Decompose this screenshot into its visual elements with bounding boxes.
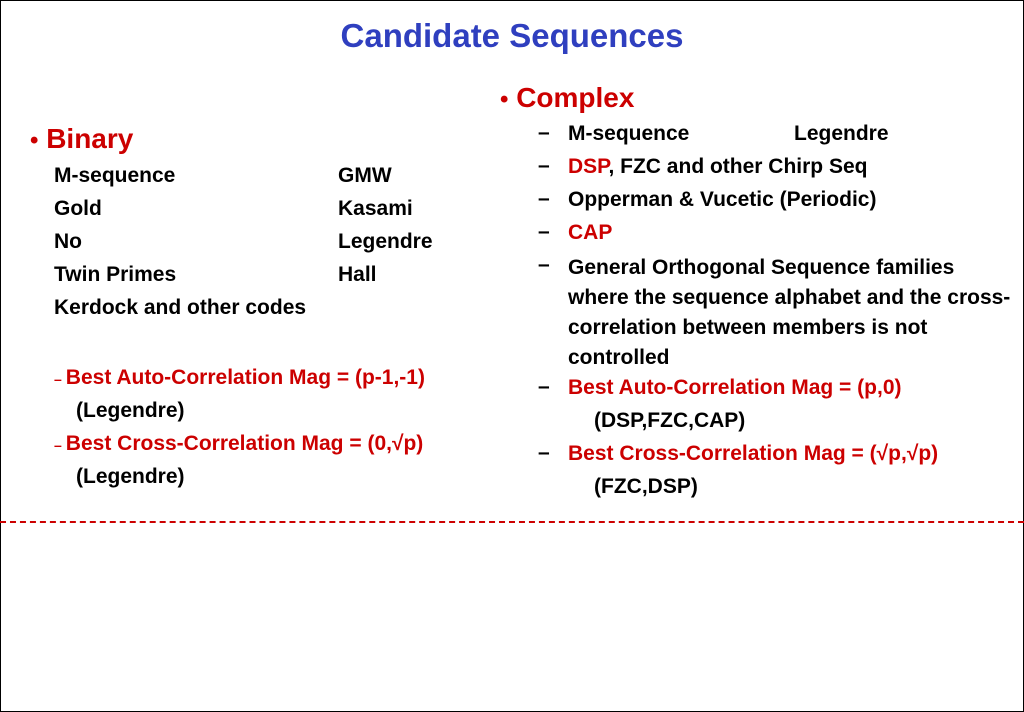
dashed-divider [0,521,1024,523]
binary-bullet: • [30,127,39,154]
binary-row-2-right: Kasami [338,197,413,220]
binary-extra: Kerdock and other codes [54,296,307,319]
complex-dash-7: – [538,441,550,464]
binary-cross-text: Best Cross-Correlation Mag = (0,√p) [65,432,424,455]
binary-row-4-right: Hall [338,263,377,286]
binary-auto-note: (Legendre) [76,399,185,422]
complex-item4: CAP [568,221,613,244]
complex-dash-2: – [538,154,550,177]
complex-item2-rest: , FZC and other Chirp Seq [608,155,868,178]
binary-heading: • Binary [30,122,133,158]
complex-item2: DSP, FZC and other Chirp Seq [568,154,868,180]
slide-title: Candidate Sequences [340,17,684,54]
complex-heading-text: Complex [516,82,635,113]
complex-item1-right: Legendre [794,122,889,145]
binary-auto-correlation: –Best Auto-Correlation Mag = (p-1,-1) [54,365,425,392]
binary-cross-dash: – [54,437,62,453]
complex-item5: General Orthogonal Sequence families whe… [568,256,1011,369]
binary-cross-note: (Legendre) [76,465,185,488]
complex-cross-correlation: Best Cross-Correlation Mag = (√p,√p) [568,442,939,465]
complex-bullet: • [500,86,509,113]
binary-auto-text: Best Auto-Correlation Mag = (p-1,-1) [65,366,425,389]
binary-row-1-right: GMW [338,164,392,187]
complex-dash-4: – [538,220,550,243]
binary-row-1-left: M-sequence [54,164,176,187]
binary-row-3-left: No [54,230,82,253]
complex-dash-1: – [538,121,550,144]
complex-dash-3: – [538,187,550,210]
complex-heading: • Complex [500,81,634,117]
binary-auto-dash: – [54,371,62,387]
binary-row-2-left: Gold [54,197,102,220]
complex-item1-left: M-sequence [568,122,690,145]
complex-dash-6: – [538,375,550,398]
binary-row-3-right: Legendre [338,230,433,253]
complex-auto-note: (DSP,FZC,CAP) [594,409,746,432]
complex-item3: Opperman & Vucetic (Periodic) [568,188,877,211]
complex-item2-dsp: DSP [568,155,609,178]
complex-dash-5: – [538,253,550,276]
binary-row-4-left: Twin Primes [54,263,177,286]
binary-cross-correlation: –Best Cross-Correlation Mag = (0,√p) [54,431,423,458]
complex-cross-note: (FZC,DSP) [594,475,698,498]
binary-heading-text: Binary [46,123,134,154]
complex-auto-correlation: Best Auto-Correlation Mag = (p,0) [568,376,902,399]
